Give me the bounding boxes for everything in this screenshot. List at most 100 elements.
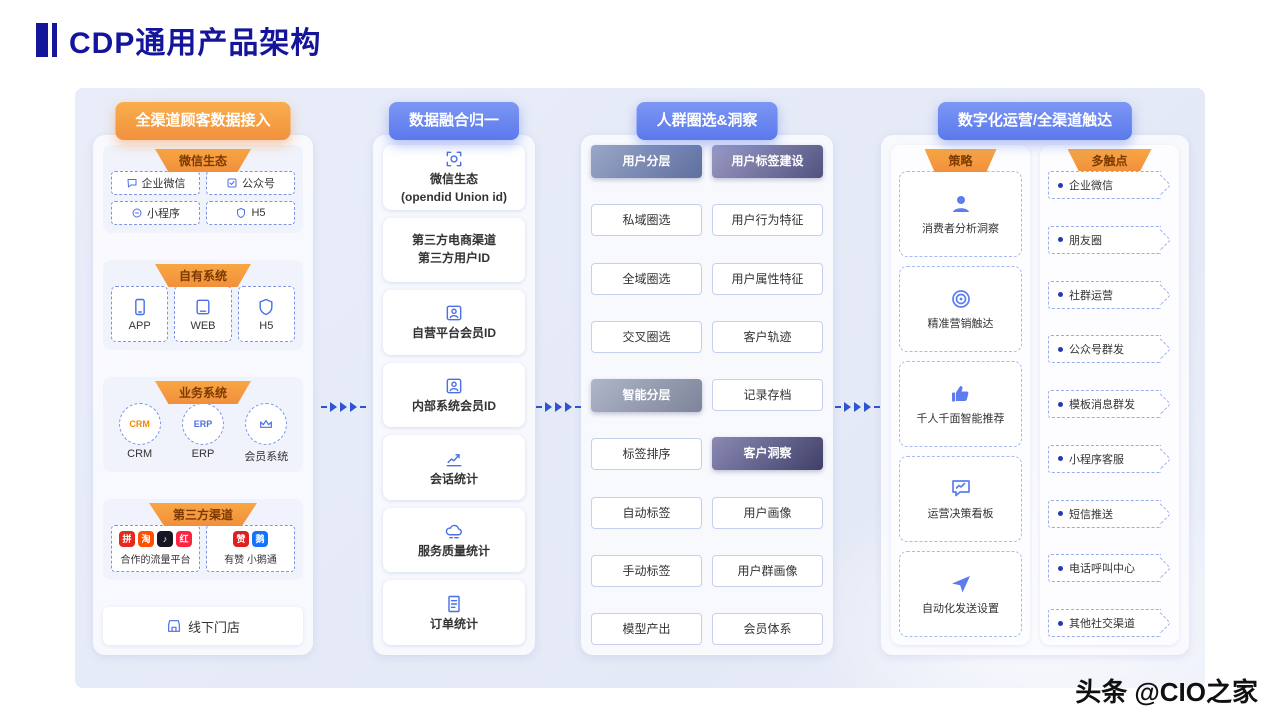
item-label: APP: [128, 319, 151, 332]
crm-circle: CRM: [118, 403, 161, 445]
miniprogram-icon: [132, 208, 142, 218]
third-party-row: 拼 淘 ♪ 红 合作的流量平台 赞 鹅 有赞 小鹅通: [111, 525, 295, 572]
member-id-icon: [446, 306, 462, 321]
item-app: APP: [111, 286, 169, 342]
item-offline-store: 线下门店: [103, 607, 303, 645]
flow-arrow: [835, 402, 880, 412]
bullet-dot-icon: [1058, 565, 1063, 571]
taobao-icon: 淘: [138, 531, 154, 547]
douyin-icon: ♪: [157, 531, 173, 547]
item-h5: H5: [206, 201, 295, 225]
column-header-badge: 全渠道顾客数据接入: [115, 102, 291, 140]
item-label: 有赞 小鹅通: [224, 555, 277, 566]
section-third-party-channels: 第三方渠道 拼 淘 ♪ 红 合作的流量平台 赞: [103, 499, 303, 580]
item-behavior-features: 用户行为特征: [712, 204, 823, 237]
item-label: 企业微信: [141, 178, 186, 190]
touchpoint-label: 企业微信: [1069, 180, 1113, 192]
bullet-dot-icon: [1058, 456, 1063, 462]
member-id-icon: [446, 378, 462, 394]
arrow-dash: [321, 406, 327, 408]
bullet-dot-icon: [1058, 511, 1063, 516]
erp-icon: ERP: [193, 419, 213, 429]
erp-circle: ERP: [181, 403, 224, 445]
segmentation-columns: 用户分层 私域圈选 全域圈选 交叉圈选 智能分层 标签排序 自动标签 手动标签 …: [591, 145, 823, 645]
column-card: 微信生态 企业微信 公众号 小程序: [93, 135, 313, 655]
touchpoint-other-social: 其他社交渠道: [1048, 609, 1161, 637]
section-wechat-eco: 微信生态 企业微信 公众号 小程序: [103, 145, 303, 233]
cloud-server-icon: [445, 524, 462, 539]
bullet-dot-icon: [1058, 346, 1063, 352]
column-digital-operations: 数字化运营/全渠道触达 策略 消费者分析洞察 精准营销触达 千人千面智能推荐: [881, 102, 1189, 655]
page-title: CDP通用产品架构: [69, 27, 322, 60]
item-erp: ERP ERP: [174, 403, 231, 464]
card-label: 运营决策看板: [927, 508, 994, 520]
column-card: 用户分层 私域圈选 全域圈选 交叉圈选 智能分层 标签排序 自动标签 手动标签 …: [581, 135, 833, 655]
item-label: 会员系统: [244, 451, 289, 463]
subpanel-touchpoints: 多触点 企业微信 朋友圈 社群运营 公众号群发 模板消息群发 小程序客服 短信推…: [1040, 145, 1179, 645]
section-ribbon: 自有系统: [154, 264, 252, 287]
card-label: 内部系统会员ID: [411, 399, 496, 414]
touchpoint-enterprise-wechat: 企业微信: [1048, 171, 1161, 199]
card-sublabel: (opendid Union id): [401, 190, 507, 205]
operations-columns: 策略 消费者分析洞察 精准营销触达 千人千面智能推荐: [891, 145, 1179, 645]
xiaoetong-icon: 鹅: [252, 531, 268, 547]
flow-arrow: [321, 402, 366, 412]
bullet-dot-icon: [1058, 182, 1063, 188]
arrow-dash: [874, 406, 880, 408]
chat-icon: [127, 179, 136, 188]
card-label: 会话统计: [429, 471, 478, 486]
item-auto-tags: 自动标签: [591, 496, 702, 529]
item-label: 小程序: [147, 208, 180, 220]
column-data-access: 全渠道顾客数据接入 微信生态 企业微信 公众号 小程序: [93, 102, 313, 655]
item-label: 线下门店: [187, 619, 240, 635]
thumbs-up-icon: [951, 386, 968, 402]
arrow-triangle-icon: [864, 402, 871, 412]
item-user-portrait: 用户画像: [712, 496, 823, 529]
section-ribbon: 策略: [924, 149, 997, 172]
chart-bubble-icon: [951, 480, 970, 497]
business-systems-row: CRM CRM ERP ERP 会员系统: [111, 403, 295, 464]
header-smart-layering: 智能分层: [591, 379, 702, 412]
card-automated-sending: 自动化发送设置: [899, 551, 1022, 637]
arrow-triangle-icon: [854, 402, 861, 412]
card-self-platform-memberid: 自营平台会员ID: [383, 290, 525, 355]
card-label: 自动化发送设置: [922, 603, 999, 615]
item-tag-sorting: 标签排序: [591, 438, 702, 471]
scan-gear-icon: [446, 151, 462, 167]
smartphone-icon: [134, 298, 145, 315]
touchpoint-moments: 朋友圈: [1048, 225, 1161, 254]
title-accent-bar-thin: [52, 23, 57, 57]
column-card: 微信生态 (opendid Union id) 第三方电商渠道 第三方用户ID …: [373, 135, 535, 655]
xiaohongshu-icon: 红: [176, 531, 192, 547]
column-header-badge: 人群圈选&洞察: [636, 102, 778, 140]
item-h5: H5: [237, 286, 295, 342]
item-official-account: 公众号: [206, 171, 295, 195]
membership-circle: [245, 403, 288, 445]
touchpoint-call-center: 电话呼叫中心: [1048, 554, 1161, 583]
subcolumn-left: 用户分层 私域圈选 全域圈选 交叉圈选 智能分层 标签排序 自动标签 手动标签 …: [591, 145, 702, 645]
item-membership-system: 会员系统: [238, 403, 295, 464]
pinduoduo-icon: 拼: [119, 531, 135, 547]
item-label: 公众号: [242, 178, 275, 190]
touchpoint-label: 公众号群发: [1069, 344, 1124, 357]
item-enterprise-wechat: 企业微信: [111, 171, 200, 195]
item-miniprogram: 小程序: [111, 201, 200, 225]
item-label: 合作的流量平台: [120, 555, 191, 566]
touchpoint-sms-push: 短信推送: [1048, 499, 1161, 528]
card-precision-marketing: 精准营销触达: [899, 266, 1022, 352]
receipt-icon: [448, 595, 460, 612]
section-ribbon: 业务系统: [154, 381, 252, 404]
column-data-fusion: 数据融合归一 微信生态 (opendid Union id) 第三方电商渠道 第…: [373, 102, 535, 655]
item-model-output: 模型产出: [591, 613, 702, 645]
card-decision-dashboard: 运营决策看板: [899, 456, 1022, 542]
item-label: CRM: [127, 448, 153, 460]
tablet-icon: [196, 299, 210, 314]
card-order-stats: 订单统计: [383, 580, 525, 646]
touchpoint-label: 短信推送: [1069, 508, 1113, 521]
card-smart-recommendation: 千人千面智能推荐: [899, 361, 1022, 447]
h5-shield-icon: [259, 298, 273, 315]
h5-shield-icon: [237, 208, 246, 218]
title-accent-bar: [36, 23, 48, 57]
section-business-systems: 业务系统 CRM CRM ERP ERP: [103, 377, 303, 472]
card-label: 服务质量统计: [417, 544, 490, 559]
